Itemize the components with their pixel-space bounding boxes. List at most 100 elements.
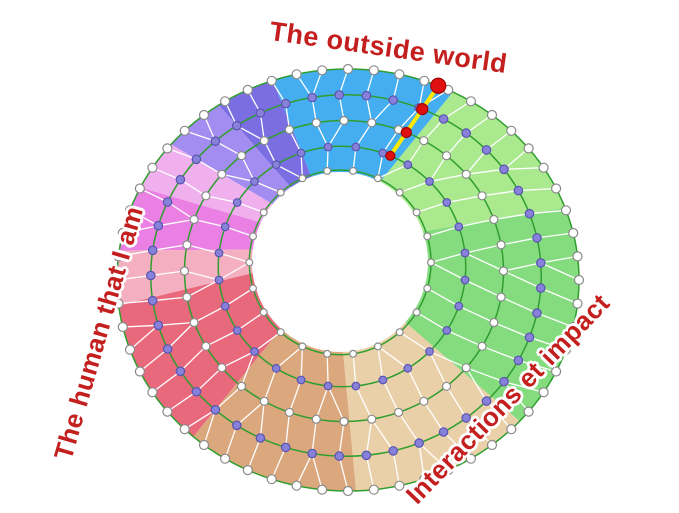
mesh-node-purple[interactable] xyxy=(255,108,266,118)
mesh-node-white[interactable] xyxy=(560,205,572,216)
mesh-node-white[interactable] xyxy=(182,240,192,250)
mesh-node-purple[interactable] xyxy=(307,92,317,103)
mesh-node-purple[interactable] xyxy=(162,197,173,207)
mesh-node-purple[interactable] xyxy=(175,174,186,185)
mesh-node-purple[interactable] xyxy=(323,142,333,152)
highlight-node[interactable] xyxy=(416,103,429,116)
mesh-node-purple[interactable] xyxy=(175,366,186,377)
mesh-node-white[interactable] xyxy=(441,151,452,161)
mesh-node-white[interactable] xyxy=(412,208,421,217)
highlight-node[interactable] xyxy=(430,77,447,94)
mesh-node-purple[interactable] xyxy=(442,198,452,207)
mesh-node-purple[interactable] xyxy=(191,386,202,397)
mesh-node-white[interactable] xyxy=(367,118,377,128)
mesh-node-white[interactable] xyxy=(179,266,190,276)
mesh-node-white[interactable] xyxy=(317,65,328,76)
mesh-node-white[interactable] xyxy=(201,341,211,351)
mesh-node-white[interactable] xyxy=(461,363,471,373)
mesh-node-purple[interactable] xyxy=(323,381,333,391)
mesh-node-white[interactable] xyxy=(111,274,123,286)
mesh-node-white[interactable] xyxy=(349,166,358,175)
mesh-node-white[interactable] xyxy=(489,317,499,328)
mesh-node-white[interactable] xyxy=(441,381,452,391)
mesh-node-white[interactable] xyxy=(523,143,534,154)
mesh-node-white[interactable] xyxy=(572,251,583,262)
mesh-node-white[interactable] xyxy=(259,396,269,406)
mesh-node-white[interactable] xyxy=(373,174,382,183)
mesh-node-purple[interactable] xyxy=(255,433,266,443)
mesh-node-purple[interactable] xyxy=(250,347,259,356)
mesh-node-white[interactable] xyxy=(249,232,258,241)
mesh-node-purple[interactable] xyxy=(334,451,344,461)
mesh-node-purple[interactable] xyxy=(210,136,221,146)
mesh-node-purple[interactable] xyxy=(461,413,471,423)
highlight-node[interactable] xyxy=(385,150,396,161)
mesh-node-white[interactable] xyxy=(117,227,128,239)
mesh-node-white[interactable] xyxy=(276,188,285,197)
mesh-node-purple[interactable] xyxy=(535,283,546,293)
mesh-node-white[interactable] xyxy=(298,174,307,183)
mesh-node-purple[interactable] xyxy=(499,376,509,387)
mesh-node-white[interactable] xyxy=(506,424,517,435)
mesh-node-purple[interactable] xyxy=(361,90,372,101)
mesh-node-purple[interactable] xyxy=(461,128,471,138)
mesh-node-purple[interactable] xyxy=(250,177,259,186)
mesh-node-white[interactable] xyxy=(465,453,476,464)
mesh-node-purple[interactable] xyxy=(524,208,535,219)
mesh-node-white[interactable] xyxy=(124,344,136,355)
mesh-node-white[interactable] xyxy=(538,387,549,398)
mesh-node-purple[interactable] xyxy=(271,160,281,170)
mesh-node-white[interactable] xyxy=(394,407,404,417)
sector-purple-dark[interactable] xyxy=(218,80,312,188)
mesh-node-purple[interactable] xyxy=(481,145,492,155)
mesh-node-purple[interactable] xyxy=(147,295,158,306)
mesh-node-white[interactable] xyxy=(477,341,487,351)
mesh-node-white[interactable] xyxy=(217,363,227,373)
mesh-node-purple[interactable] xyxy=(425,177,434,186)
mesh-node-purple[interactable] xyxy=(162,344,173,354)
mesh-node-white[interactable] xyxy=(465,96,476,107)
mesh-node-white[interactable] xyxy=(568,321,579,333)
mesh-node-white[interactable] xyxy=(419,136,429,146)
mesh-node-white[interactable] xyxy=(394,480,405,491)
mesh-node-white[interactable] xyxy=(339,416,349,427)
mesh-node-white[interactable] xyxy=(486,439,498,451)
mesh-node-white[interactable] xyxy=(373,342,382,351)
mesh-node-white[interactable] xyxy=(311,414,321,424)
mesh-node-purple[interactable] xyxy=(220,301,230,311)
mesh-node-purple[interactable] xyxy=(524,332,535,343)
mesh-node-purple[interactable] xyxy=(425,347,434,356)
mesh-node-purple[interactable] xyxy=(232,198,242,207)
mesh-node-white[interactable] xyxy=(498,266,509,276)
mesh-node-purple[interactable] xyxy=(232,326,242,335)
mesh-node-white[interactable] xyxy=(291,480,302,491)
mesh-node-white[interactable] xyxy=(339,115,349,126)
mesh-node-white[interactable] xyxy=(486,109,498,121)
mesh-node-white[interactable] xyxy=(113,298,124,309)
mesh-node-white[interactable] xyxy=(284,125,294,135)
mesh-node-white[interactable] xyxy=(419,396,429,406)
mesh-node-white[interactable] xyxy=(189,214,199,225)
mesh-node-purple[interactable] xyxy=(307,448,317,459)
mesh-node-purple[interactable] xyxy=(147,245,158,256)
mesh-node-white[interactable] xyxy=(342,485,354,497)
mesh-node-white[interactable] xyxy=(259,208,268,217)
mesh-node-white[interactable] xyxy=(311,118,321,128)
mesh-node-white[interactable] xyxy=(162,406,173,417)
mesh-node-white[interactable] xyxy=(266,474,277,485)
mesh-node-white[interactable] xyxy=(259,136,269,146)
mesh-node-purple[interactable] xyxy=(153,220,164,231)
mesh-node-purple[interactable] xyxy=(361,450,372,461)
mesh-node-white[interactable] xyxy=(395,188,404,197)
mesh-node-white[interactable] xyxy=(259,308,268,317)
mesh-node-white[interactable] xyxy=(412,308,421,317)
mesh-node-white[interactable] xyxy=(236,381,247,391)
mesh-node-white[interactable] xyxy=(427,258,436,267)
mesh-node-white[interactable] xyxy=(198,109,210,121)
mesh-node-white[interactable] xyxy=(134,183,145,194)
mesh-node-purple[interactable] xyxy=(232,120,242,131)
mesh-node-white[interactable] xyxy=(423,284,432,293)
mesh-node-white[interactable] xyxy=(496,292,506,302)
mesh-node-purple[interactable] xyxy=(499,164,509,175)
sector-red[interactable] xyxy=(118,273,282,437)
